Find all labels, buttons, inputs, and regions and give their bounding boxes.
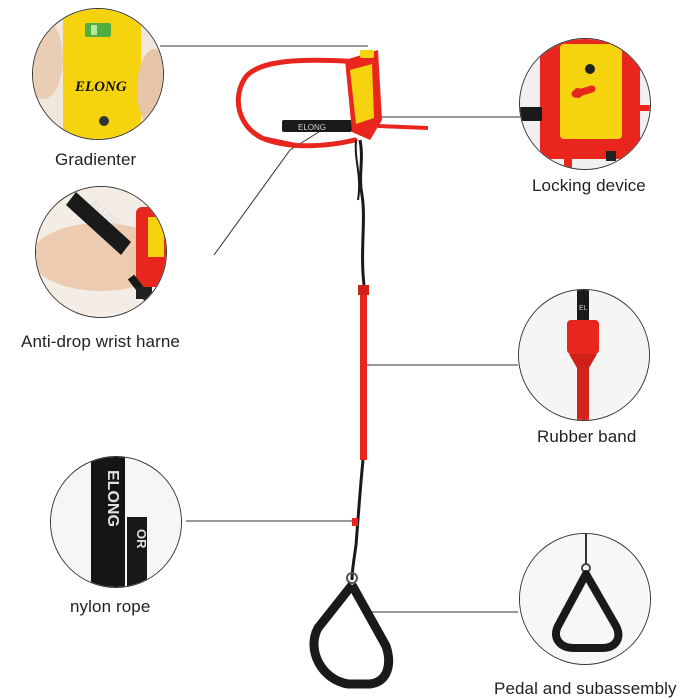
gradienter-label: Gradienter (55, 150, 137, 169)
upper-cord (358, 139, 366, 286)
wrist-harness-label: Anti-drop wrist harne (21, 332, 180, 351)
gradienter-callout: ELONG (32, 8, 164, 140)
rubber-band-label: Rubber band (537, 427, 637, 446)
svg-text:ELONG: ELONG (104, 470, 121, 527)
connector-lines (160, 45, 520, 613)
nylon-rope-image: ELONG OR (51, 457, 181, 587)
locking-device-label: Locking device (532, 176, 646, 195)
svg-text:OR: OR (134, 529, 149, 549)
gradienter-image: ELONG (33, 9, 163, 139)
pedal-image (520, 534, 650, 664)
svg-text:EL: EL (579, 305, 588, 312)
rubber-band-image: EL (519, 290, 649, 420)
nylon-rope-label: nylon rope (70, 597, 151, 616)
rubber-band-callout: EL (518, 289, 650, 421)
rubber-band-main (360, 285, 367, 460)
wrist-strap-main (282, 120, 352, 132)
svg-text:ELONG: ELONG (74, 79, 127, 95)
locking-device-callout (519, 38, 651, 170)
lower-cord (350, 459, 365, 581)
pedal-loop (309, 582, 394, 689)
wrist-harness-callout: ELONG (35, 186, 167, 318)
pedal-label: Pedal and subassembly (494, 679, 677, 698)
svg-text:ELONG: ELONG (298, 123, 326, 132)
locking-device-image (520, 39, 650, 169)
wrist-harness-image: ELONG (36, 187, 166, 317)
nylon-rope-callout: ELONG OR (50, 456, 182, 588)
red-loop-handle (235, 57, 363, 149)
pedal-callout (519, 533, 651, 665)
